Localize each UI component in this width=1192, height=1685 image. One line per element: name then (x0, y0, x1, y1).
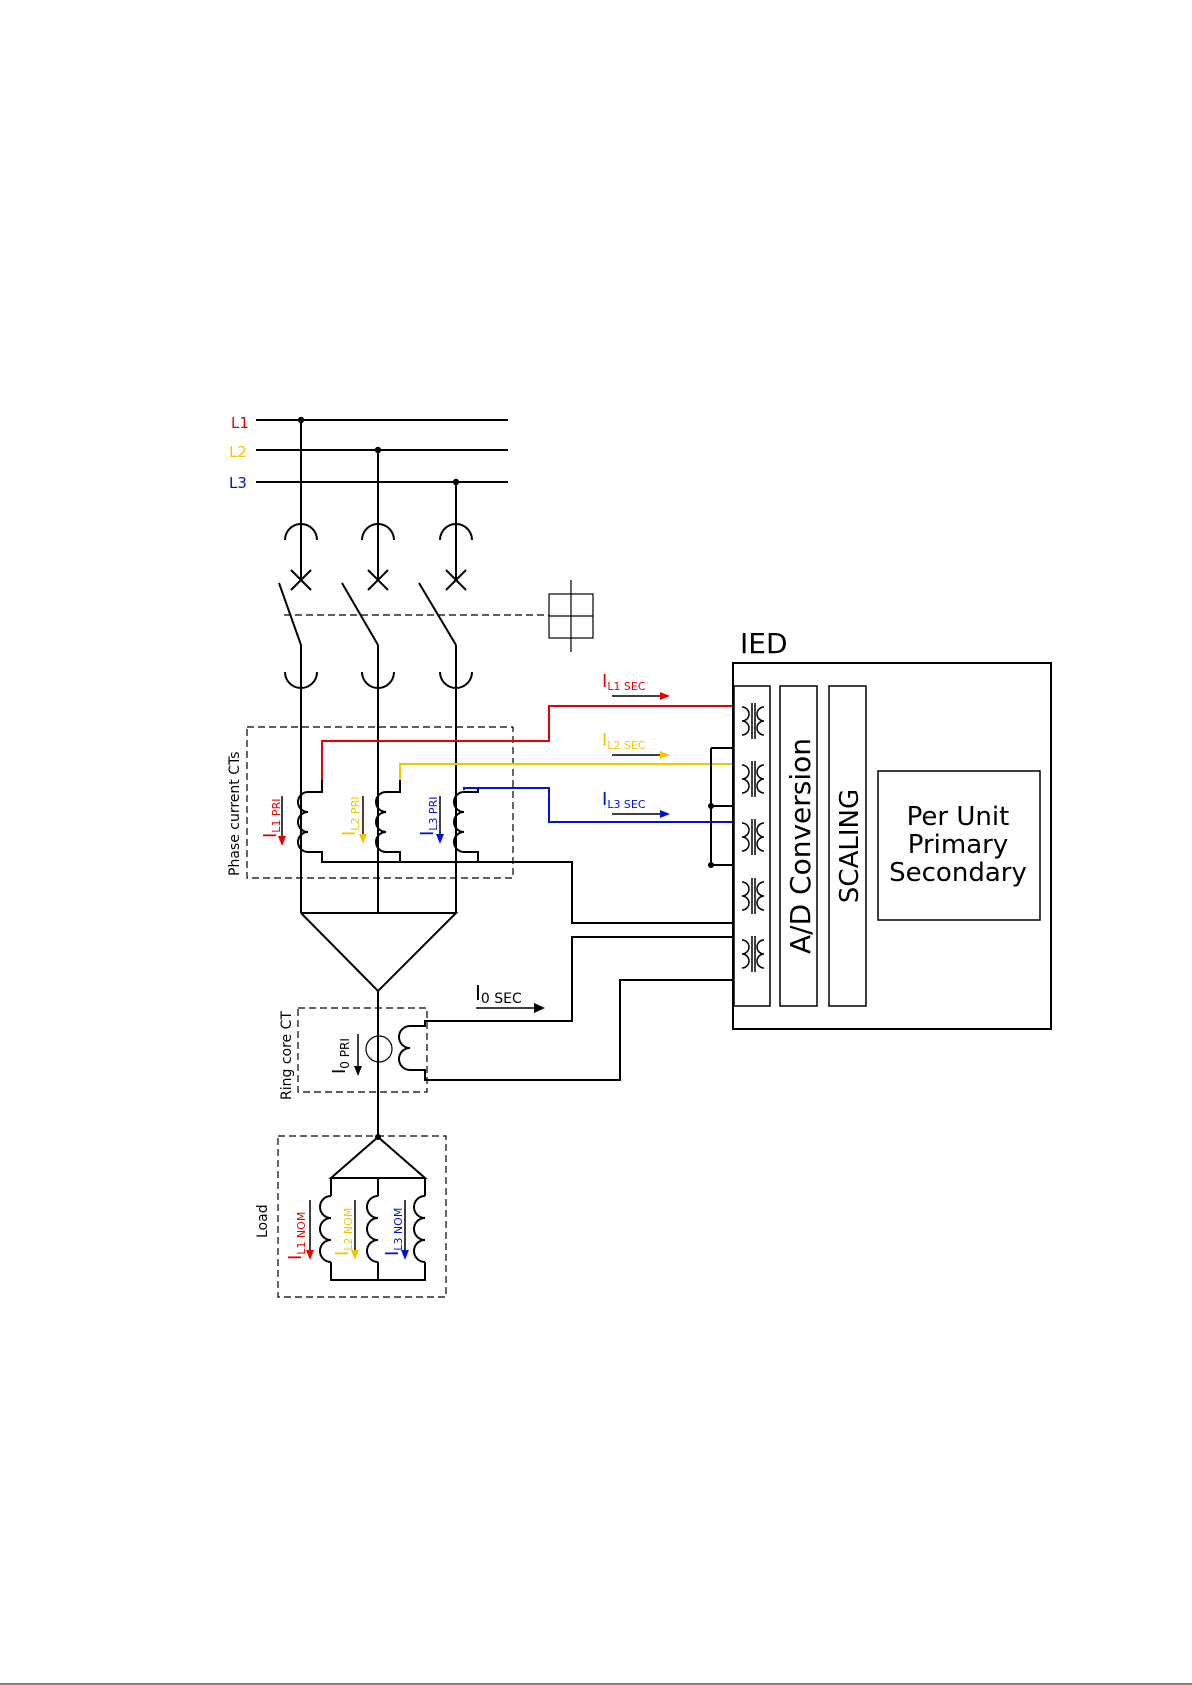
busbar-l3-label: L3 (229, 474, 247, 492)
load-coil-l3 (414, 1196, 425, 1262)
ring-core-box (298, 1008, 427, 1092)
il2-sec-label: IL2 SEC (602, 730, 646, 752)
phase-cts-label: Phase current CTs (227, 751, 243, 876)
ct-coil-l1 (298, 792, 308, 852)
il3-pri-label: IL3 PRI (417, 797, 440, 836)
busbar-l2-label: L2 (229, 443, 247, 461)
ring-core-coil (399, 1026, 410, 1070)
il1-pri-label: IL1 PRI (260, 799, 283, 838)
il2-sec-wire (400, 764, 734, 780)
star-point (301, 913, 456, 1140)
current-transformer-icon (742, 703, 764, 972)
output-primary: Primary (908, 830, 1008, 860)
il1-sec-label: IL1 SEC (602, 671, 646, 693)
il3-sec-wire (464, 788, 734, 822)
secondary-wiring: IL1 SEC IL2 SEC IL3 SEC (322, 671, 734, 868)
scaling-label: SCALING (835, 789, 865, 903)
phase-cts-box (247, 727, 513, 878)
output-per-unit: Per Unit (907, 802, 1010, 832)
il3-sec-label: IL3 SEC (602, 789, 646, 811)
il2-nom-label: IL2 NOM (332, 1208, 355, 1256)
load-coil-l1 (320, 1196, 331, 1262)
i0-pri-label: I0 PRI (329, 1038, 352, 1074)
ring-core-ct: Ring core CT I0 PRI I0 SEC (279, 937, 734, 1100)
phase-current-cts: Phase current CTs IL1 PRI IL2 PRI IL3 PR… (227, 727, 734, 923)
il2-pri-label: IL2 PRI (339, 797, 362, 836)
il1-nom-label: IL1 NOM (285, 1212, 308, 1260)
ied-title: IED (740, 627, 788, 660)
i0-sec-label: I0 SEC (475, 981, 522, 1007)
il3-nom-label: IL3 NOM (382, 1208, 405, 1256)
ied: IED A/D Conversion SCALING (733, 627, 1051, 1029)
output-secondary: Secondary (889, 858, 1027, 888)
load: Load IL1 NOM IL2 NOM IL3 NOM (255, 1136, 446, 1297)
ad-conversion-label: A/D Conversion (784, 738, 817, 954)
ring-core-label: Ring core CT (279, 1011, 295, 1100)
busbar-l1-label: L1 (231, 414, 249, 432)
busbars: L1 L2 L3 (229, 414, 508, 492)
load-label: Load (255, 1204, 271, 1238)
load-coil-l2 (367, 1196, 378, 1262)
il1-sec-wire (322, 706, 734, 780)
